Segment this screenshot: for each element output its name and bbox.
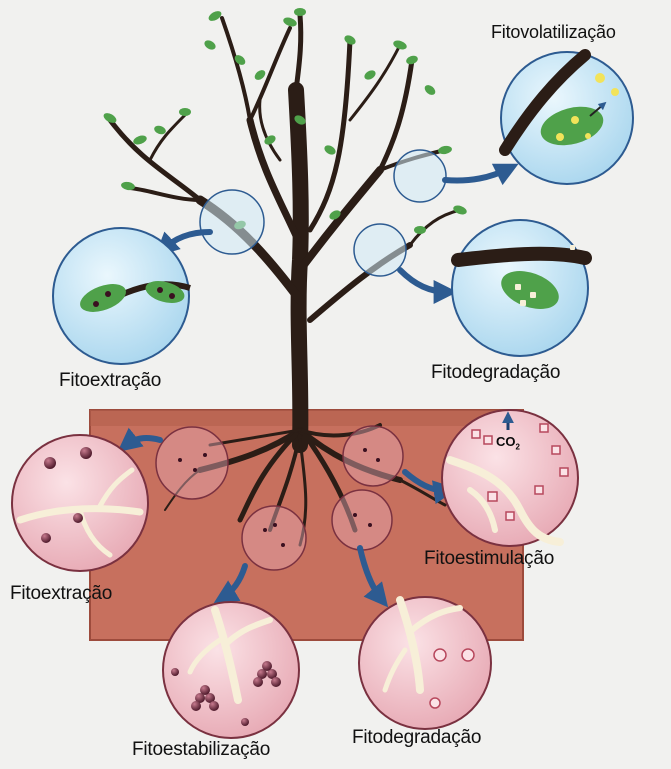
- bubble-fitoextracao-top: [53, 228, 190, 364]
- label-fitodegradacao-bottom: Fitodegradação: [352, 727, 481, 749]
- bubble-fitoestimulacao: [442, 410, 578, 546]
- bubble-fitodegradacao-bottom: [359, 597, 491, 729]
- bubble-fitovolatilizacao: [501, 52, 633, 184]
- label-fitoextracao-top: Fitoextração: [59, 370, 161, 392]
- co2-text: CO: [496, 434, 516, 449]
- tree-trunk: [110, 15, 460, 445]
- label-fitodegradacao-top: Fitodegradação: [431, 362, 560, 384]
- bubble-fitoextracao-bottom: [12, 435, 148, 571]
- bubble-fitoestabilizacao: [163, 602, 299, 738]
- co2-subscript: 2: [516, 443, 520, 452]
- bubble-fitodegradacao-top: [452, 220, 588, 356]
- label-fitoestabilizacao: Fitoestabilização: [132, 739, 270, 761]
- label-fitoextracao-bottom: Fitoextração: [10, 583, 112, 605]
- source-circles: [200, 150, 446, 276]
- label-fitoestimulacao: Fitoestimulação: [424, 548, 554, 570]
- co2-label: CO2: [496, 434, 520, 452]
- label-fitovolatilizacao: Fitovolatilização: [491, 22, 616, 43]
